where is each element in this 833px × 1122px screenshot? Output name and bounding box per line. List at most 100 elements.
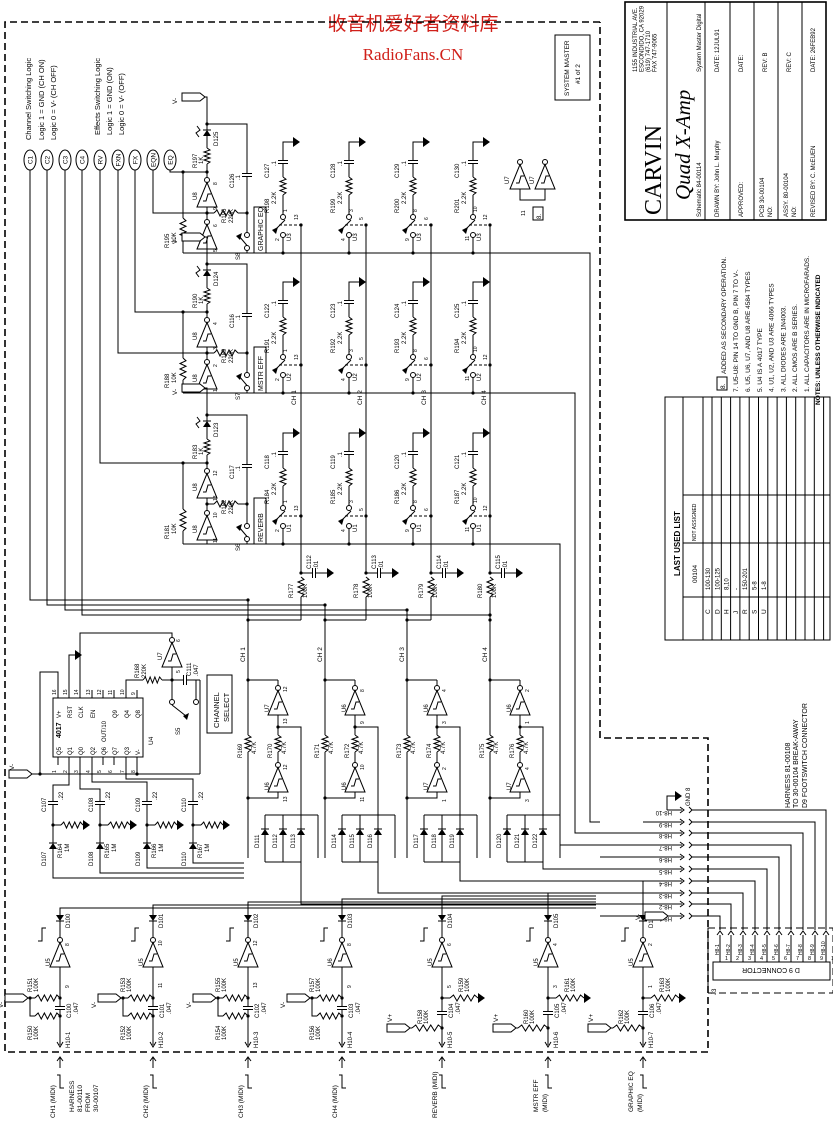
label: 2 [63,770,69,773]
connector-pin-icon [739,930,747,936]
label: H10-1 [66,1031,72,1048]
wire [205,387,208,421]
resistor [517,1024,549,1032]
ground-icon [130,820,137,830]
label: 9 [65,985,71,988]
label: V- [635,914,642,920]
title-block [624,1,827,221]
label: D107 [42,851,48,866]
label: 1K [199,157,205,164]
ground-icon [359,137,366,147]
label: NO: [768,206,774,217]
label: 100K [571,978,577,992]
label: .047 [657,1002,663,1014]
resistor [278,467,288,487]
note-8-box [532,206,544,221]
label: V+ [588,1014,595,1022]
resistor [213,208,239,218]
label: R192 [331,338,337,353]
wire [207,414,248,465]
resistor [213,348,239,358]
channel-label: CH 2 [357,390,364,405]
schmitt-icon [639,953,647,962]
harness-note: 81-00110 [77,1085,84,1112]
label: R167 [198,843,204,858]
schmitt-icon [203,333,211,342]
label: 2.2K [272,483,278,495]
label: 1 [213,389,219,392]
h8-label: H8-4 [658,880,672,886]
label: D108 [89,851,95,866]
label: H8-5 [762,944,768,955]
label: D110 [182,851,188,866]
label: 4 [341,529,347,532]
switch-contact [470,505,476,511]
label: H10-6 [554,1031,560,1048]
label: 4.7K [329,742,335,754]
label: 100K [316,978,322,992]
wire [348,432,359,452]
label: U7 [158,652,164,660]
label: D125 [214,131,220,146]
label: U2 [417,373,423,381]
label: 100K [625,1010,631,1024]
label: 4 [341,378,347,381]
label: 11 [108,690,114,695]
label: U7 [265,704,271,712]
label: V- [186,1002,193,1008]
wire [282,432,293,452]
label: D118 [432,833,438,848]
label: 100K [127,1026,133,1040]
switch-contact [470,372,476,378]
label: 10K [172,372,178,383]
label: S8 [236,252,242,260]
wire [547,892,596,915]
label: H8-6 [774,944,780,955]
label: 8 [131,770,137,773]
label: 4.7K [524,742,530,754]
h8-arrow-icon [688,806,693,814]
connector-pin-icon [149,1041,157,1048]
label: 100K [424,1010,430,1024]
label: 9 [131,692,137,695]
label: D120 [497,833,503,848]
label: Schematic 84-00114 [697,162,703,217]
resistor [142,675,163,685]
resistor [316,993,343,1003]
label: .01 [444,560,450,569]
switch-arrow-icon [183,713,189,720]
switch-contact [346,232,352,238]
label: 100K [368,584,374,598]
label: APPROVED: [739,182,745,217]
ground-icon [392,568,399,578]
switch-arrow-icon [402,367,408,374]
label: 2 [442,767,448,770]
h8-arrow-icon [679,900,685,908]
wire [282,141,293,161]
resistor [650,994,680,1002]
h8-label: H8-6 [658,856,672,862]
label: C119 [331,454,337,469]
label: C128 [331,163,337,178]
ground-icon [223,820,230,830]
switch-arrow-icon [338,518,344,525]
label: 1M [205,844,211,852]
channel-label: CH 3 [399,647,406,662]
label: R189 [222,348,228,363]
resistor [449,994,479,1002]
label: C118 [265,454,271,469]
label: 1 [283,209,289,212]
label: CHANNEL [212,692,221,728]
h8-arrow-icon [679,829,685,837]
label: Q9 [113,709,119,718]
label: U4 [148,736,155,745]
label: D115 [350,833,356,848]
diode-icon [544,915,552,921]
input-label: GRAPHIC EQ [628,1071,635,1112]
label: 2.2K [402,332,408,344]
label: Q6 [102,746,108,755]
resistor [34,993,61,1003]
label: 12 [483,214,489,220]
h8-arrow-icon [688,865,693,873]
label: U6 [342,704,348,712]
